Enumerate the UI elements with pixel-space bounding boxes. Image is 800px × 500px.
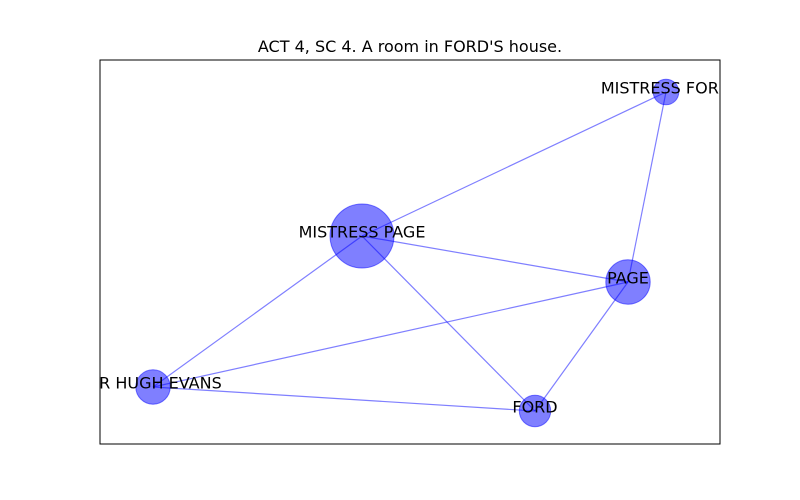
node-label-mistress-ford: MISTRESS FORD <box>601 79 731 98</box>
nodes-layer <box>135 78 680 428</box>
edge-mistress-page-sir-hugh-evans <box>152 235 363 388</box>
edge-page-ford <box>534 281 629 412</box>
node-label-mistress-page: MISTRESS PAGE <box>299 223 426 242</box>
node-label-sir-hugh-evans: SIR HUGH EVANS <box>84 374 221 393</box>
plot-area: MISTRESS PAGE MISTRESS FORD PAGE SIR HUGH E… <box>84 78 731 428</box>
node-ford <box>518 394 552 428</box>
edges-layer <box>152 91 667 412</box>
axes-frame <box>99 59 721 445</box>
node-label-ford: FORD <box>512 398 557 417</box>
node-page <box>605 259 651 305</box>
edge-mistress-page-page <box>361 235 629 283</box>
edge-sir-hugh-evans-ford <box>152 386 536 412</box>
edge-page-sir-hugh-evans <box>152 281 629 388</box>
edge-mistress-ford-page <box>627 91 667 283</box>
chart-title: ACT 4, SC 4. A room in FORD'S house. <box>258 37 562 56</box>
node-sir-hugh-evans <box>135 369 171 405</box>
node-mistress-page <box>329 203 395 269</box>
node-mistress-ford <box>652 78 680 106</box>
edge-mistress-page-mistress-ford <box>361 91 667 237</box>
edge-mistress-page-ford <box>361 235 536 412</box>
node-label-page: PAGE <box>607 269 649 288</box>
labels-layer: MISTRESS PAGE MISTRESS FORD PAGE SIR HUGH E… <box>84 79 731 417</box>
